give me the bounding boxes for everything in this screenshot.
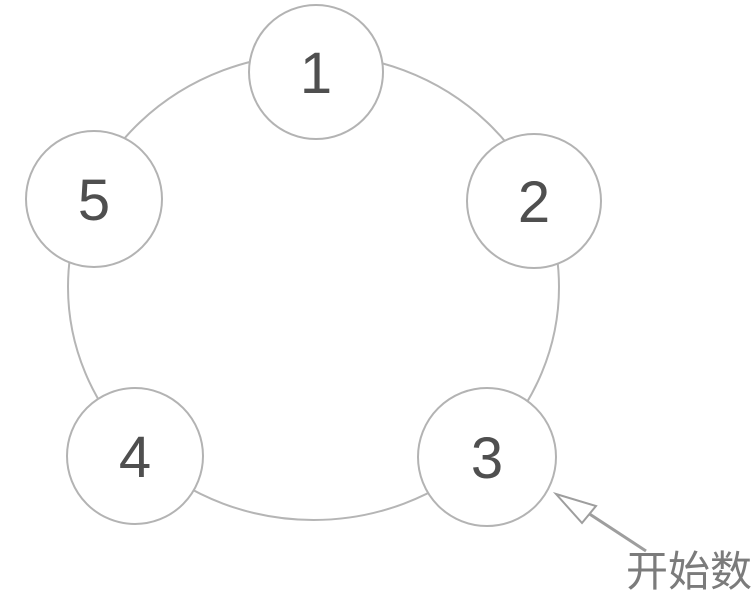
node-circle bbox=[417, 387, 557, 527]
node-circle bbox=[248, 4, 384, 140]
node-number-label: 1 bbox=[300, 41, 332, 106]
start-pointer-arrow bbox=[552, 492, 647, 553]
node-2: 2 bbox=[466, 133, 602, 269]
start-annotation-label: 开始数 bbox=[626, 548, 751, 595]
node-circle bbox=[466, 133, 602, 269]
node-number-label: 2 bbox=[518, 170, 550, 235]
node-number-label: 3 bbox=[471, 426, 503, 491]
node-circle bbox=[66, 387, 204, 525]
node-circle bbox=[25, 130, 163, 268]
node-number-label: 5 bbox=[78, 168, 110, 233]
node-1: 1 bbox=[248, 4, 384, 140]
arrow-head-icon bbox=[552, 492, 598, 525]
node-4: 4 bbox=[66, 387, 204, 525]
nodes-group: 1 2 3 4 5 bbox=[25, 4, 602, 527]
node-number-label: 4 bbox=[119, 425, 151, 490]
node-5: 5 bbox=[25, 130, 163, 268]
node-3: 3 bbox=[417, 387, 557, 527]
arrow-shaft bbox=[587, 511, 647, 553]
